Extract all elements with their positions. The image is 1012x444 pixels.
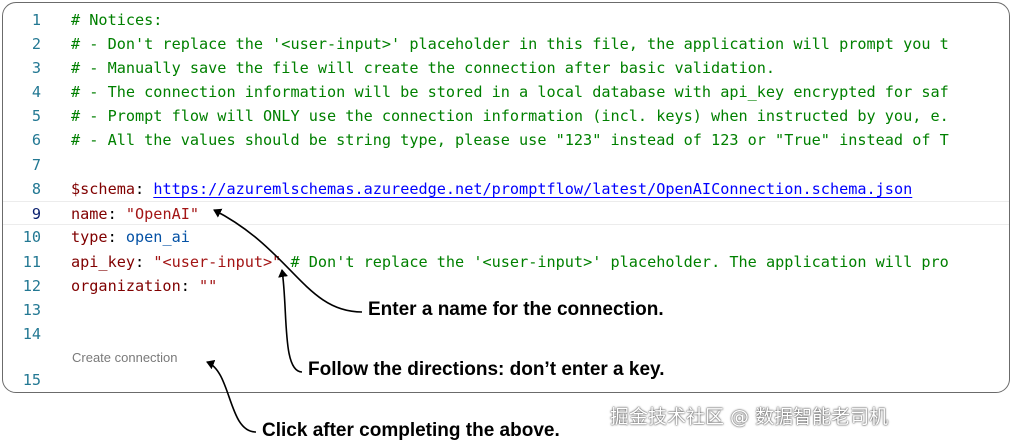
- line-number: 14: [22, 325, 41, 343]
- callout-name-hint: Enter a name for the connection.: [368, 299, 664, 320]
- create-connection-codelens[interactable]: Create connection: [72, 350, 178, 365]
- code-token: open_ai: [125, 228, 190, 246]
- code-editor[interactable]: 1 # Notices: 2 # - Don't replace the '<user…: [2, 2, 1010, 393]
- code-token: "OpenAI": [125, 205, 200, 223]
- code-token: :: [180, 277, 200, 295]
- line-code: # - The connection information will be s…: [71, 80, 949, 104]
- code-line[interactable]: 3 # - Manually save the file will create …: [3, 56, 1009, 80]
- line-number: 15: [22, 371, 41, 389]
- code-token: # - Manually save the file will create t…: [71, 59, 776, 77]
- code-token: # - Don't replace the '<user-input>' pla…: [71, 35, 949, 53]
- code-token: :: [135, 180, 154, 198]
- line-code: # Notices:: [71, 8, 162, 32]
- watermark: 掘金技术社区 @ 数据智能老司机: [610, 406, 889, 428]
- schema-link[interactable]: https://azuremlschemas.azureedge.net/pro…: [153, 180, 913, 198]
- code-line[interactable]: 1 # Notices:: [3, 8, 1009, 32]
- line-number: 7: [31, 156, 41, 174]
- line-code: type: open_ai: [71, 225, 190, 249]
- line-number: 2: [31, 35, 41, 53]
- line-code: # - Don't replace the '<user-input>' pla…: [71, 32, 949, 56]
- code-token: # Notices:: [71, 11, 163, 29]
- line-number: 12: [22, 277, 41, 295]
- code-token: $schema: [71, 180, 136, 198]
- line-code: # - Prompt flow will ONLY use the connec…: [71, 104, 949, 128]
- code-line[interactable]: 11 api_key: "<user-input>" # Don't replac…: [3, 250, 1009, 274]
- line-number: 1: [31, 11, 41, 29]
- line-number: 11: [22, 253, 41, 271]
- line-number: 13: [22, 301, 41, 319]
- code-line[interactable]: 2 # - Don't replace the '<user-input>' pl…: [3, 32, 1009, 56]
- code-token: :: [135, 253, 154, 271]
- code-token: organization: [71, 277, 181, 295]
- code-line[interactable]: 13: [3, 298, 1009, 322]
- code-line[interactable]: 12 organization: "": [3, 274, 1009, 298]
- code-token: "<user-input>": [153, 253, 282, 271]
- code-line[interactable]: 7: [3, 153, 1009, 177]
- code-token: # - Prompt flow will ONLY use the connec…: [71, 107, 949, 125]
- code-token: # - All the values should be string type…: [71, 131, 949, 149]
- code-line[interactable]: 15: [3, 368, 1009, 392]
- line-number: 9: [31, 205, 41, 223]
- code-token: # Don't replace the '<user-input>' place…: [281, 253, 949, 271]
- code-line[interactable]: 6 # - All the values should be string typ…: [3, 128, 1009, 152]
- code-line[interactable]: 5 # - Prompt flow will ONLY use the conne…: [3, 104, 1009, 128]
- code-token: name: [71, 205, 108, 223]
- code-token: :: [107, 205, 126, 223]
- code-line[interactable]: 10 type: open_ai: [3, 225, 1009, 249]
- code-token: api_key: [71, 253, 136, 271]
- code-line[interactable]: 8 $schema: https://azuremlschemas.azureed…: [3, 177, 1009, 201]
- code-line[interactable]: 9 name: "OpenAI": [3, 201, 1009, 225]
- line-code: organization: "": [71, 274, 217, 298]
- line-number: 4: [31, 83, 41, 101]
- line-code: # - All the values should be string type…: [71, 128, 949, 152]
- callout-button-hint: Click after completing the above.: [262, 420, 560, 441]
- line-number: 3: [31, 59, 41, 77]
- code-token: :: [107, 228, 126, 246]
- code-token: "": [199, 277, 218, 295]
- line-code: api_key: "<user-input>" # Don't replace …: [71, 250, 949, 274]
- line-number: 10: [22, 228, 41, 246]
- callout-key-hint: Follow the directions: don’t enter a key…: [308, 359, 665, 380]
- code-line[interactable]: 14: [3, 322, 1009, 346]
- line-code: name: "OpenAI": [71, 202, 199, 226]
- code-line[interactable]: 4 # - The connection information will be …: [3, 80, 1009, 104]
- line-number: 5: [31, 107, 41, 125]
- code-token: # - The connection information will be s…: [71, 83, 949, 101]
- line-code: $schema: https://azuremlschemas.azureedg…: [71, 177, 912, 201]
- code-token: type: [71, 228, 108, 246]
- line-number: 8: [31, 180, 41, 198]
- line-code: # - Manually save the file will create t…: [71, 56, 775, 80]
- line-number: 6: [31, 131, 41, 149]
